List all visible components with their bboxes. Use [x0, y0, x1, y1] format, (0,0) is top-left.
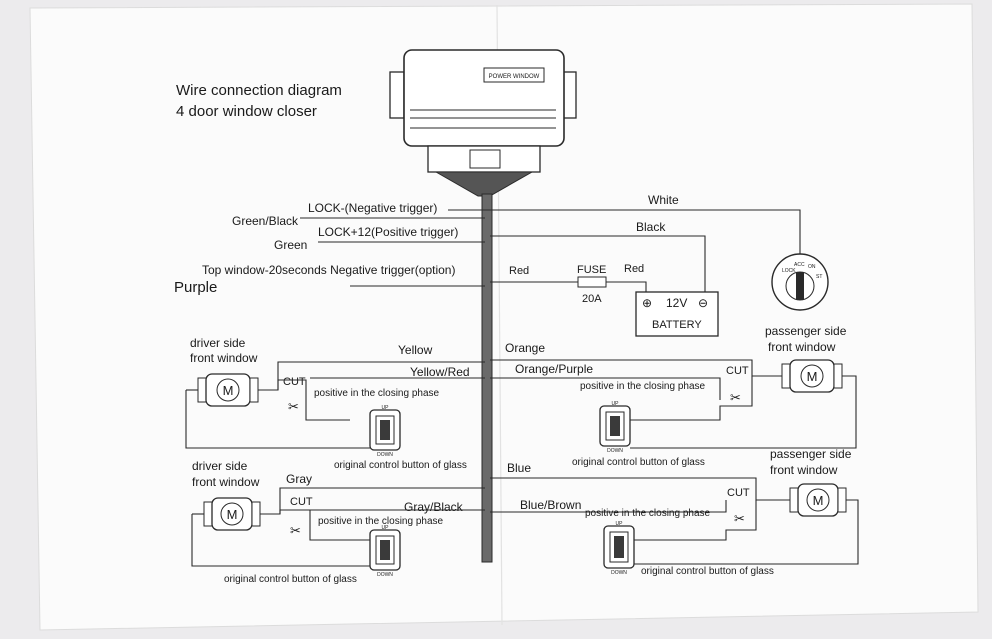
label-white: White — [648, 193, 679, 207]
label-red-right: Red — [624, 263, 644, 275]
diagram-title: Wire connection diagram — [176, 82, 342, 99]
front-left-subtitle: front window — [190, 351, 258, 365]
front-left-motor: M — [197, 373, 259, 407]
rear-left-motor: M — [203, 497, 261, 531]
front-right-switch: UP DOWN — [599, 401, 631, 454]
power-window-module: POWER WINDOW — [389, 49, 577, 197]
svg-text:ON: ON — [808, 264, 816, 270]
label-lock-positive: LOCK+12(Positive trigger) — [318, 225, 458, 239]
rear-left-wire-top: Gray — [286, 472, 312, 486]
rear-left-wire-mid: Gray/Black — [404, 500, 464, 514]
front-left-cut-mark: ✂ — [288, 399, 299, 414]
svg-text:DOWN: DOWN — [377, 572, 393, 578]
rear-right-wire-top: Blue — [507, 461, 531, 475]
label-green: Green — [274, 238, 307, 252]
fuse — [577, 276, 607, 288]
paper-sheet — [29, 3, 979, 631]
rear-right-subtitle: front window — [770, 463, 838, 477]
diagram-subtitle: 4 door window closer — [176, 103, 317, 120]
front-left-button-label: original control button of glass — [334, 460, 467, 471]
front-left-cut: CUT — [283, 376, 306, 388]
svg-text:UP: UP — [382, 405, 390, 411]
label-lock-negative: LOCK-(Negative trigger) — [308, 201, 437, 215]
rear-right-switch: UP DOWN — [603, 521, 635, 576]
rear-right-phase: positive in the closing phase — [585, 508, 711, 519]
front-left-wire-top: Yellow — [398, 343, 433, 357]
front-left-title: driver side — [190, 336, 246, 350]
svg-text:M: M — [223, 383, 234, 398]
svg-text:LOCK: LOCK — [782, 268, 796, 274]
label-green-black: Green/Black — [232, 214, 299, 228]
svg-text:12V: 12V — [666, 296, 687, 310]
rear-right-wire-mid: Blue/Brown — [520, 498, 581, 512]
front-left-switch: UP DOWN — [369, 405, 401, 458]
label-black: Black — [636, 220, 666, 234]
label-purple: Purple — [174, 279, 217, 296]
svg-text:DOWN: DOWN — [611, 570, 627, 576]
rear-right-button-label: original control button of glass — [641, 566, 774, 577]
front-left-wire-mid: Yellow/Red — [410, 365, 470, 379]
label-top-window: Top window-20seconds Negative trigger(op… — [202, 263, 455, 277]
svg-text:UP: UP — [612, 401, 620, 407]
label-fuse-rating: 20A — [582, 293, 602, 305]
front-right-cut-mark: ✂ — [730, 390, 741, 405]
front-right-wire-mid: Orange/Purple — [515, 362, 593, 376]
rear-left-title: driver side — [192, 459, 248, 473]
rear-left-switch: UP DOWN — [369, 525, 401, 578]
rear-right-title: passenger side — [770, 447, 852, 461]
svg-text:M: M — [807, 369, 818, 384]
ignition-switch: LOCK ACC ON ST — [771, 253, 829, 311]
rear-left-button-label: original control button of glass — [224, 574, 357, 585]
rear-left-cut-mark: ✂ — [290, 523, 301, 538]
front-right-cut: CUT — [726, 365, 749, 377]
front-left-phase: positive in the closing phase — [314, 388, 440, 399]
battery-label: BATTERY — [652, 319, 702, 331]
svg-text:DOWN: DOWN — [377, 452, 393, 458]
rear-right-cut: CUT — [727, 487, 750, 499]
front-right-button-label: original control button of glass — [572, 457, 705, 468]
rear-left-subtitle: front window — [192, 475, 260, 489]
svg-text:UP: UP — [382, 525, 390, 531]
front-right-phase: positive in the closing phase — [580, 381, 706, 392]
svg-text:DOWN: DOWN — [607, 448, 623, 454]
svg-text:ACC: ACC — [794, 262, 805, 268]
svg-text:⊕: ⊕ — [642, 296, 652, 310]
svg-text:M: M — [227, 507, 238, 522]
svg-text:UP: UP — [616, 521, 624, 527]
rear-right-motor: M — [789, 483, 847, 517]
front-right-motor: M — [781, 359, 843, 393]
label-red-left: Red — [509, 265, 529, 277]
rear-left-cut: CUT — [290, 496, 313, 508]
rear-left-phase: positive in the closing phase — [318, 516, 444, 527]
label-fuse: FUSE — [577, 264, 606, 276]
front-right-subtitle: front window — [768, 340, 836, 354]
svg-text:⊖: ⊖ — [698, 296, 708, 310]
svg-text:ST: ST — [816, 274, 822, 280]
rear-right-cut-mark: ✂ — [734, 511, 745, 526]
front-right-wire-top: Orange — [505, 341, 545, 355]
battery: ⊕ 12V ⊖ BATTERY — [635, 291, 719, 337]
svg-text:M: M — [813, 493, 824, 508]
module-label: POWER WINDOW — [489, 74, 540, 80]
front-right-title: passenger side — [765, 324, 847, 338]
